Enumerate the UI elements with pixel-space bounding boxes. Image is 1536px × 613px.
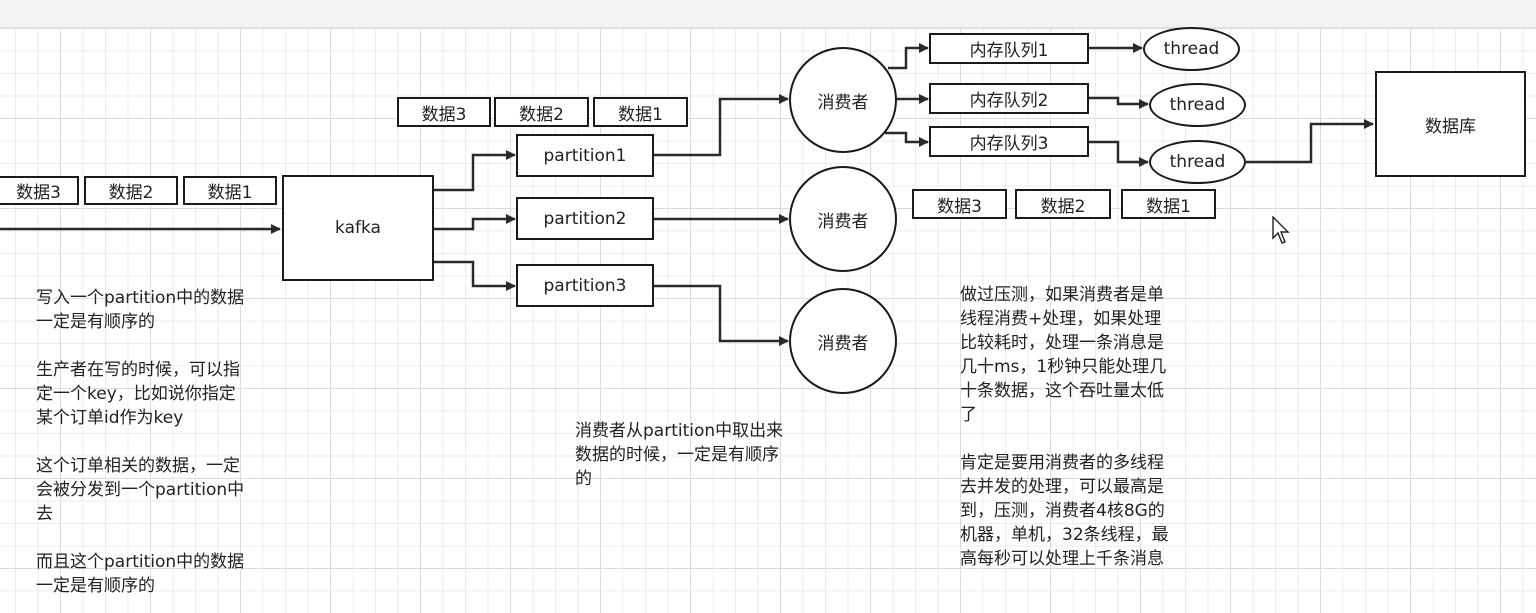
producer-queue-item[interactable]: 数据3 <box>0 176 79 205</box>
note-multithread-consumer: 做过压测，如果消费者是单 线程消费+处理，如果处理 比较耗时，处理一条消息是 几… <box>960 285 1169 569</box>
thread-queue-item[interactable]: 数据3 <box>912 189 1007 219</box>
partition-node[interactable]: partition3 <box>516 264 654 307</box>
thread-queue-item[interactable]: 数据2 <box>1015 189 1111 219</box>
memory-queue-node[interactable]: 内存队列1 <box>929 33 1089 64</box>
producer-queue-item[interactable]: 数据1 <box>183 176 277 205</box>
partition-queue-item[interactable]: 数据1 <box>593 97 688 127</box>
partition-queue-item[interactable]: 数据2 <box>494 97 589 127</box>
memory-queue-node[interactable]: 内存队列3 <box>929 126 1089 157</box>
thread-queue-item[interactable]: 数据1 <box>1121 189 1216 219</box>
partition-queue-item[interactable]: 数据3 <box>397 97 491 127</box>
mouse-pointer-icon <box>1272 216 1290 244</box>
kafka-node[interactable]: kafka <box>282 175 434 281</box>
thread-node[interactable]: thread <box>1149 140 1246 184</box>
thread-node[interactable]: thread <box>1149 83 1246 127</box>
top-toolbar-band <box>0 0 1536 28</box>
producer-queue-item[interactable]: 数据2 <box>84 176 178 205</box>
consumer-node[interactable]: 消费者 <box>789 288 897 394</box>
partition-node[interactable]: partition2 <box>516 197 654 240</box>
consumer-node[interactable]: 消费者 <box>789 47 897 153</box>
memory-queue-node[interactable]: 内存队列2 <box>929 83 1089 114</box>
note-consumer-ordering: 消费者从partition中取出来 数据的时候，一定是有顺序 的 <box>575 421 784 489</box>
note-producer-ordering: 写入一个partition中的数据 一定是有顺序的 生产者在写的时候，可以指 定… <box>36 288 245 596</box>
thread-node[interactable]: thread <box>1143 27 1240 71</box>
consumer-node[interactable]: 消费者 <box>789 166 897 272</box>
database-node[interactable]: 数据库 <box>1375 71 1526 177</box>
partition-node[interactable]: partition1 <box>516 134 654 177</box>
